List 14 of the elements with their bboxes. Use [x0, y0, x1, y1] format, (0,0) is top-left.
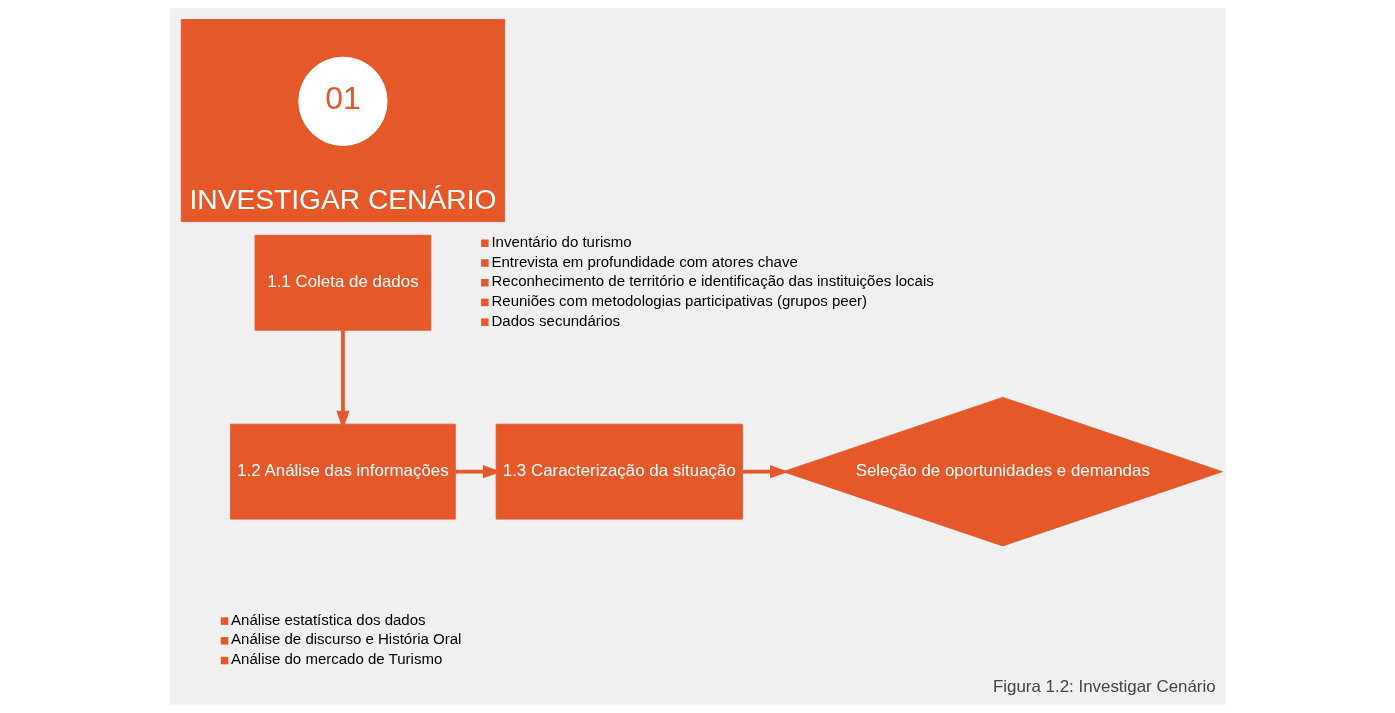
node-box: 1.3 Caracterização da situação	[495, 423, 743, 520]
node-box: 1.1 Coleta de dados	[254, 234, 431, 331]
node-label: Entrevista em profundidade com atores chave	[490, 252, 798, 270]
node-label: Reconhecimento de território e identificação das instituições locais	[490, 272, 934, 290]
node-label: Análise estatística dos dados	[230, 610, 426, 628]
node-label: Análise de discurso e História Oral	[230, 630, 461, 648]
node-circle: 01	[297, 56, 388, 146]
caption: Figura 1.2: Investigar Cenário	[992, 676, 1216, 696]
node-label: Análise do mercado de Turismo	[230, 650, 442, 668]
node-box: 1.2 Análise das informações	[229, 423, 456, 520]
node-label: Inventário do turismo	[490, 232, 632, 250]
node-label: Reuniões com metodologias participativas (grupos peer)	[490, 292, 867, 310]
node-label: Dados secundários	[490, 311, 620, 329]
arrow	[742, 465, 789, 479]
